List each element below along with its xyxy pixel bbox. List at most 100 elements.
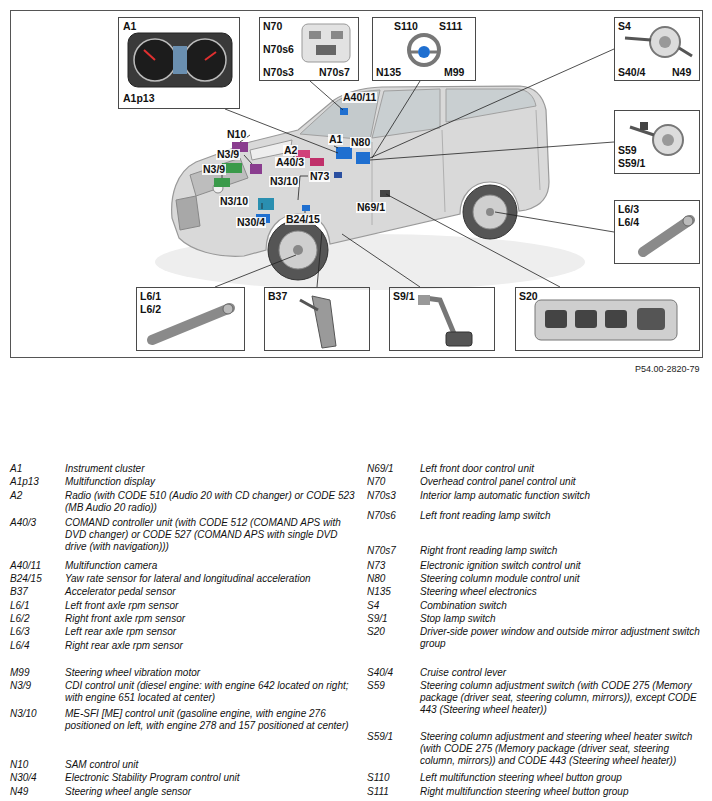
- part-label: N135: [376, 66, 401, 78]
- column-switch-picture: [630, 122, 683, 155]
- legend-description: Instrument cluster: [65, 463, 355, 475]
- brake-pedal-picture: [446, 332, 472, 346]
- combination-switch-picture: [650, 27, 680, 57]
- part-label: L6/4: [618, 216, 639, 228]
- callout-number: B24/15: [285, 214, 321, 225]
- leader-line: [215, 255, 296, 287]
- legend-description: Steering column adjustment and steering …: [420, 731, 704, 767]
- legend-description: Left front door control unit: [420, 463, 704, 475]
- legend-key: S59: [367, 680, 385, 692]
- legend-key: S20: [367, 626, 385, 638]
- legend-description: Cruise control lever: [420, 667, 704, 679]
- component: [214, 108, 390, 223]
- callout-number: A40/3: [275, 157, 305, 168]
- inset-box: S20: [515, 287, 700, 351]
- legend-key: L6/2: [10, 613, 29, 625]
- car-body: [172, 86, 549, 256]
- callout-number: N3/9: [202, 164, 226, 175]
- part-label: A1: [123, 20, 136, 32]
- part-label: A1p13: [123, 92, 155, 104]
- component: [334, 172, 342, 178]
- legend-key: N49: [10, 786, 28, 798]
- leader-line: [225, 109, 338, 153]
- legend-key: A2: [10, 490, 22, 502]
- wheel: [463, 185, 517, 239]
- legend-description: Combination switch: [420, 600, 704, 612]
- part-label: N49: [672, 66, 691, 78]
- switch-group-picture: [535, 300, 677, 340]
- legend-description: Electronic Stability Program control uni…: [65, 772, 355, 784]
- combination-switch-picture: [679, 48, 692, 56]
- part-label: S59/1: [618, 157, 645, 169]
- wheel: [268, 185, 517, 280]
- leader-line: [317, 232, 322, 287]
- car-body: [190, 158, 248, 196]
- component: [340, 108, 348, 115]
- legend-key: N30/4: [10, 772, 37, 784]
- switch-group-picture: [575, 310, 597, 328]
- component: [258, 198, 274, 210]
- part-label: N70s6: [263, 43, 294, 55]
- legend-key: S4: [367, 600, 379, 612]
- legend-description: Overhead control panel control unit: [420, 476, 704, 488]
- instrument-cluster-picture: [128, 33, 232, 87]
- legend-description: Right rear axle rpm sensor: [65, 640, 355, 652]
- legend-description: Right front axle rpm sensor: [65, 613, 355, 625]
- brake-pedal-picture: [418, 295, 430, 305]
- part-label: S111: [439, 20, 462, 32]
- callout-number: A40/11: [342, 92, 377, 103]
- part-label: B37: [268, 290, 287, 302]
- leader-line: [386, 194, 560, 287]
- rpm-sensor-picture: [152, 308, 230, 340]
- legend-key: A40/11: [10, 560, 41, 572]
- callout-number: N69/1: [356, 202, 386, 213]
- legend-key: N10: [10, 759, 28, 771]
- legend-key: N69/1: [367, 463, 394, 475]
- legend-description: Left rear axle rpm sensor: [65, 626, 355, 638]
- legend-key: N80: [367, 573, 385, 585]
- component: [250, 164, 262, 174]
- legend-key: S110: [367, 772, 390, 784]
- overhead-panel-picture: [309, 31, 321, 39]
- legend-key: L6/1: [10, 600, 29, 612]
- column-switch-picture: [662, 134, 674, 146]
- steering-wheel-picture: [409, 35, 439, 65]
- legend-description: Electronic ignition switch control unit: [420, 560, 704, 572]
- legend-key: L6/4: [10, 640, 29, 652]
- car-body: [176, 196, 200, 230]
- switch-group-picture: [545, 310, 567, 328]
- brake-pedal-picture: [418, 295, 472, 346]
- callout-number: N73: [309, 171, 330, 182]
- part-label: S4: [618, 20, 631, 32]
- inset-box: L6/1L6/2: [136, 287, 245, 351]
- combination-switch-picture: [625, 38, 651, 40]
- legend-description: Interior lamp automatic function switch: [420, 490, 704, 502]
- accelerator-pedal-picture: [312, 296, 336, 348]
- legend-key: B37: [10, 586, 28, 598]
- callout-number: N3/10: [219, 196, 249, 207]
- legend-key: N70s6: [367, 510, 396, 522]
- rpm-sensor-picture: [643, 220, 690, 252]
- leader-line: [262, 203, 263, 209]
- callout-number: N80: [350, 137, 371, 148]
- inset-box: S4S40/4N49: [614, 17, 700, 81]
- component: [302, 205, 310, 211]
- callout-number: A2: [283, 145, 298, 156]
- legend-description: Multifunction camera: [65, 560, 355, 572]
- inset-box: L6/3L6/4: [614, 200, 700, 264]
- switch-group-picture: [535, 300, 677, 340]
- legend-description: Left front reading lamp switch: [420, 510, 704, 522]
- legend-description: Steering column adjustment switch (with …: [420, 680, 704, 716]
- accelerator-pedal-picture: [300, 300, 318, 310]
- legend-key: S111: [367, 786, 389, 798]
- callout-number: N3/9: [216, 149, 240, 160]
- rpm-sensor-picture: [223, 304, 233, 314]
- component: [214, 178, 230, 187]
- wheel: [293, 245, 303, 255]
- legend-key: B24/15: [10, 573, 42, 585]
- car-body: [372, 89, 440, 138]
- inset-box: S110S111N135M99: [372, 17, 476, 81]
- rpm-sensor-picture: [152, 216, 693, 340]
- combination-switch-picture: [659, 36, 671, 48]
- leader-line: [305, 211, 306, 213]
